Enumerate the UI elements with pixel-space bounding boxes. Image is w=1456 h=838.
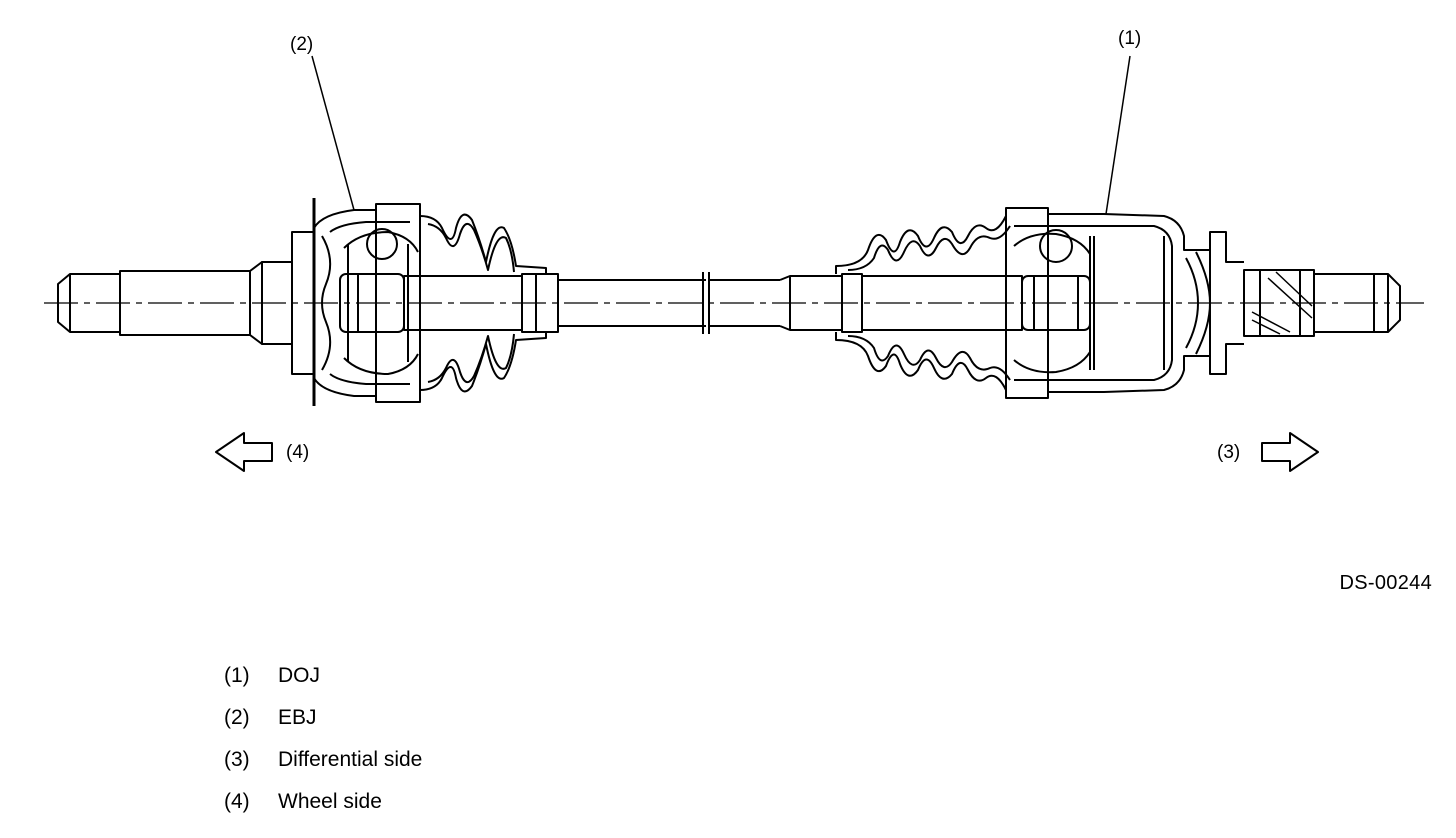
legend-item-doj: (1) DOJ [224, 660, 422, 702]
callout-3: (3) [1217, 442, 1240, 463]
legend-label: DOJ [278, 664, 320, 687]
legend-item-wheel-side: (4) Wheel side [224, 786, 422, 828]
callout-1: (1) [1118, 28, 1141, 49]
leader-line-1 [1105, 55, 1131, 215]
legend-number: (4) [224, 790, 250, 813]
legend-label: Wheel side [278, 790, 382, 813]
doj-boot [835, 215, 1011, 391]
legend-item-ebj: (2) EBJ [224, 702, 422, 744]
legend-label: EBJ [278, 706, 317, 729]
legend-number: (1) [224, 664, 250, 687]
legend-number: (3) [224, 748, 250, 771]
callout-4: (4) [286, 442, 309, 463]
legend-number: (2) [224, 706, 250, 729]
ebj-boot [419, 213, 547, 393]
hollow-arrow-right-icon [1261, 432, 1319, 472]
legend-label: Differential side [278, 748, 423, 771]
drive-shaft-diagram: (1) (2) (4) (3) [44, 28, 1424, 472]
hollow-arrow-left-icon [215, 432, 273, 472]
leader-line-2 [311, 55, 355, 211]
figure-code: DS-00244 [1339, 572, 1432, 594]
wheel-side-stub-shaft [57, 198, 316, 406]
legend-list: (1) DOJ (2) EBJ (3) Differential side (4… [224, 660, 422, 828]
legend-item-differential-side: (3) Differential side [224, 744, 422, 786]
callout-2: (2) [290, 34, 313, 55]
